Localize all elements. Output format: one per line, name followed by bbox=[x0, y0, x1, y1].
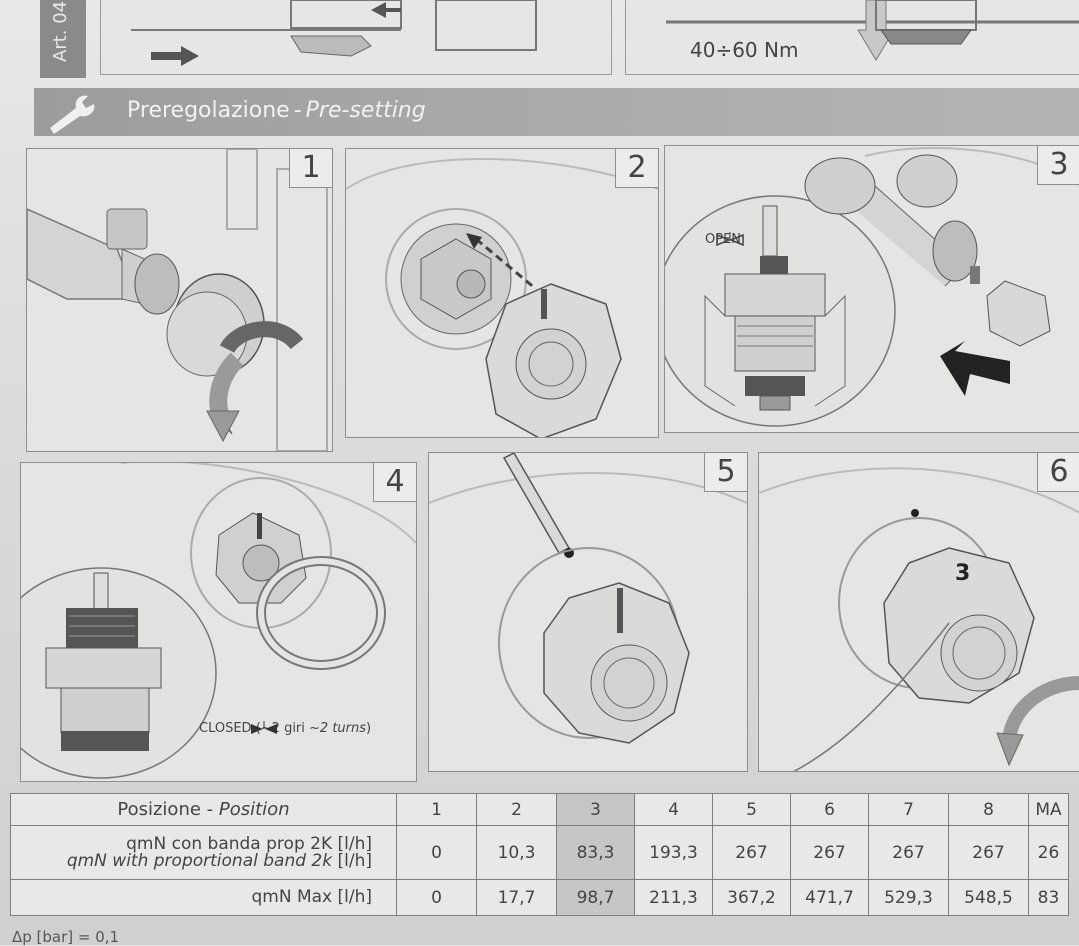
pressure-footnote: Δp [bar] = 0,1 bbox=[12, 928, 120, 946]
step-5-drawing bbox=[429, 453, 747, 744]
section-header-bar bbox=[34, 88, 1079, 136]
value-cell: 267 bbox=[868, 825, 949, 880]
value-cell: 471,7 bbox=[790, 879, 869, 916]
step-4-number: 4 bbox=[373, 463, 416, 502]
position-cell: 5 bbox=[712, 793, 791, 826]
installation-figure-left bbox=[100, 0, 612, 75]
value-cell: 83,3 bbox=[556, 825, 635, 880]
value-cell: 193,3 bbox=[634, 825, 713, 880]
value-cell: 98,7 bbox=[556, 879, 635, 916]
value-cell: 0 bbox=[396, 879, 477, 916]
position-cell: 8 bbox=[948, 793, 1029, 826]
value-cell: 367,2 bbox=[712, 879, 791, 916]
row-label-max: qmN Max [l/h] bbox=[10, 879, 397, 916]
value-cell: 0 bbox=[396, 825, 477, 880]
torque-value: 40÷60 Nm bbox=[690, 38, 799, 62]
article-code: Art. 048 bbox=[50, 0, 71, 62]
step-6-drawing bbox=[759, 467, 1079, 771]
value-cell: 548,5 bbox=[948, 879, 1029, 916]
closed-callout: CLOSED (~2 giri ~2 turns) bbox=[199, 721, 371, 736]
step-4-panel: CLOSED (~2 giri ~2 turns) 4 bbox=[20, 462, 417, 782]
wrench-icon bbox=[50, 95, 95, 134]
step-3-number: 3 bbox=[1037, 146, 1079, 185]
closed-label-end: ) bbox=[366, 721, 372, 736]
table-row-max: qmN Max [l/h] 0 17,7 98,7 211,3 367,2 47… bbox=[10, 879, 1069, 916]
step-3-panel: OPEN 3 bbox=[664, 145, 1079, 433]
value-cell: 267 bbox=[948, 825, 1029, 880]
position-cell: 6 bbox=[790, 793, 869, 826]
value-cell: 267 bbox=[790, 825, 869, 880]
table-header-label: Posizione - Position bbox=[10, 793, 397, 826]
table-header-row: Posizione - Position 1 2 3 4 5 6 7 8 MA bbox=[10, 793, 1069, 826]
flow-rate-table: Posizione - Position 1 2 3 4 5 6 7 8 MA … bbox=[10, 793, 1069, 916]
step-1-panel: 1 bbox=[26, 148, 333, 452]
article-code-label: Art. 048 bbox=[40, 0, 86, 78]
position-cell: 2 bbox=[476, 793, 557, 826]
header-label-en: Position bbox=[218, 799, 290, 820]
step-1-number: 1 bbox=[289, 149, 332, 188]
step-3-drawing bbox=[665, 147, 1079, 427]
step-1-drawing bbox=[27, 149, 328, 451]
section-title-en: Pre-setting bbox=[305, 98, 426, 123]
position-cell: 7 bbox=[868, 793, 949, 826]
section-title-separator: - bbox=[293, 98, 302, 123]
row-label-en-unit: [l/h] bbox=[332, 850, 372, 871]
previous-section-strip: Art. 048 40÷60 Nm bbox=[0, 0, 1079, 80]
row-label-it: qmN con banda prop 2K [l/h] bbox=[126, 833, 372, 854]
value-cell: 17,7 bbox=[476, 879, 557, 916]
position-cell: MA bbox=[1028, 793, 1069, 826]
step-4-drawing bbox=[21, 463, 416, 779]
closed-label-en: ~2 turns bbox=[309, 721, 367, 736]
installation-drawing-left bbox=[131, 0, 537, 66]
value-cell: 10,3 bbox=[476, 825, 557, 880]
position-cell: 1 bbox=[396, 793, 477, 826]
dial-selected-position: 3 bbox=[955, 561, 971, 586]
row-label-proportional: qmN con banda prop 2K [l/h] qmN with pro… bbox=[10, 825, 397, 880]
value-cell: 267 bbox=[712, 825, 791, 880]
open-label: OPEN bbox=[705, 232, 742, 247]
value-cell: 26 bbox=[1028, 825, 1069, 880]
position-cell-selected: 3 bbox=[556, 793, 635, 826]
step-2-number: 2 bbox=[615, 149, 658, 188]
value-cell: 529,3 bbox=[868, 879, 949, 916]
table-row-proportional: qmN con banda prop 2K [l/h] qmN with pro… bbox=[10, 825, 1069, 880]
section-title-it: Preregolazione bbox=[127, 98, 290, 123]
installation-drawing-right bbox=[666, 0, 1079, 61]
step-5-number: 5 bbox=[704, 453, 747, 492]
step-2-drawing bbox=[346, 158, 658, 437]
installation-figure-right bbox=[625, 0, 1079, 75]
valve-open-icon bbox=[716, 232, 744, 247]
open-callout: OPEN bbox=[705, 232, 744, 247]
section-title: Preregolazione-Pre-setting bbox=[127, 98, 426, 123]
row-label-en: qmN with proportional band 2k bbox=[66, 850, 333, 871]
value-cell: 211,3 bbox=[634, 879, 713, 916]
step-6-number: 6 bbox=[1037, 453, 1079, 492]
step-2-panel: 2 bbox=[345, 148, 659, 438]
position-cell: 4 bbox=[634, 793, 713, 826]
value-cell: 83 bbox=[1028, 879, 1069, 916]
step-5-panel: 5 bbox=[428, 452, 748, 772]
header-label-it: Posizione - bbox=[117, 799, 219, 820]
valve-closed-icon bbox=[251, 721, 277, 734]
step-6-panel: 3 6 bbox=[758, 452, 1079, 772]
